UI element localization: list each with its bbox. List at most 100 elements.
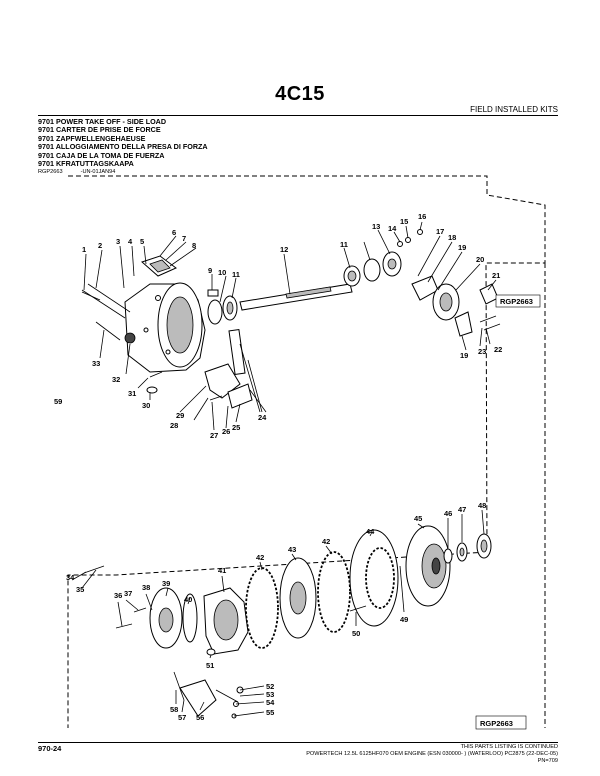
top-divider xyxy=(38,115,558,116)
callout-51: 51 xyxy=(206,661,214,670)
clutch-drum xyxy=(349,529,399,627)
figure-date-code: -UN-01JAN94 xyxy=(80,169,116,175)
callout-57: 57 xyxy=(178,713,186,722)
pto-shaft xyxy=(239,283,353,311)
callout-53: 53 xyxy=(266,690,274,699)
callout-9: 9 xyxy=(208,266,212,275)
callout-19: 19 xyxy=(458,243,466,252)
callout-4: 4 xyxy=(128,237,133,246)
callout-47: 47 xyxy=(458,505,466,514)
callout-28: 28 xyxy=(170,421,178,430)
callout-29: 29 xyxy=(176,411,184,420)
end-cover xyxy=(149,587,183,649)
clutch-hub xyxy=(405,525,451,607)
page-code: PN=709 xyxy=(537,758,558,764)
footer: THIS PARTS LISTING IS CONTINUED POWERTEC… xyxy=(306,744,558,765)
gasket xyxy=(182,593,198,643)
callout-25: 25 xyxy=(232,423,240,432)
title-en: 9701 POWER TAKE OFF - SIDE LOAD xyxy=(38,117,167,126)
engine-description: POWERTECH 12.5L 6125HF070 OEM ENGINE (ES… xyxy=(306,751,558,757)
title-sv: 9701 KFRATUTTAGSKAAPA xyxy=(38,159,134,169)
bottom-divider xyxy=(38,742,558,743)
callout-11: 11 xyxy=(232,270,240,279)
title-it: 9701 ALLOGGIAMENTO DELLA PRESA DI FORZA xyxy=(38,142,208,152)
shaft-bearings xyxy=(343,251,402,287)
callout-10: 10 xyxy=(218,268,226,277)
page-reference: 970-24 xyxy=(38,744,62,753)
small-fasteners xyxy=(397,229,423,247)
callout-5: 5 xyxy=(140,237,144,246)
callout-12: 12 xyxy=(280,245,288,254)
callout-38: 38 xyxy=(142,583,150,592)
fitting xyxy=(206,648,216,656)
multilingual-titles: 9701 POWER TAKE OFF - SIDE LOAD 9701 CAR… xyxy=(38,117,208,169)
drum-bolt xyxy=(349,605,367,612)
bracket-bolts xyxy=(479,315,501,331)
callout-15: 15 xyxy=(400,217,408,226)
callout-numbers: 1 2 3 4 5 6 7 8 9 10 11 11 12 13 14 15 1… xyxy=(54,212,502,722)
housing-bolts xyxy=(146,371,163,394)
callout-20: 20 xyxy=(476,255,484,264)
callout-35: 35 xyxy=(76,585,84,594)
callout-42: 42 xyxy=(256,553,264,562)
dowel-pin xyxy=(95,321,121,341)
friction-plate-outer xyxy=(245,567,279,649)
callout-31: 31 xyxy=(128,389,136,398)
thrust-washers xyxy=(443,533,492,564)
figure-reference: RGP2663 -UN-01JAN94 xyxy=(38,169,133,175)
callout-22: 22 xyxy=(494,345,502,354)
image-id-label: RGP2663 RGP2663 xyxy=(475,294,541,730)
callout-44: 44 xyxy=(366,527,375,536)
callout-13: 13 xyxy=(372,222,380,231)
inspection-cover xyxy=(141,255,177,277)
clutch-housing xyxy=(203,587,249,655)
page-title: 4C15 xyxy=(275,83,325,105)
image-id-top: RGP2663 xyxy=(500,297,533,306)
figure-code: RGP2663 xyxy=(38,169,63,175)
callout-32: 32 xyxy=(112,375,120,384)
callout-39: 39 xyxy=(162,579,170,588)
callout-1: 1 xyxy=(82,245,86,254)
callout-3: 3 xyxy=(116,237,120,246)
callout-18: 18 xyxy=(448,233,456,242)
seal-rings xyxy=(207,289,238,325)
callout-17: 17 xyxy=(436,227,444,236)
callout-27: 27 xyxy=(210,431,218,440)
callout-34: 34 xyxy=(66,573,75,582)
separator-disc xyxy=(279,557,317,639)
callout-24: 24 xyxy=(258,413,267,422)
section-label: FIELD INSTALLED KITS xyxy=(470,105,558,114)
linkage-assembly xyxy=(173,671,244,719)
callout-43: 43 xyxy=(288,545,296,554)
callout-6: 6 xyxy=(172,228,176,237)
callout-45: 45 xyxy=(414,514,422,523)
title-es: 9701 CAJA DE LA TOMA DE FUERZA xyxy=(38,150,165,160)
callout-50: 50 xyxy=(352,629,360,638)
callout-59: 59 xyxy=(54,397,62,406)
title-fr: 9701 CARTER DE PRISE DE FORCE xyxy=(38,125,161,135)
callout-21: 21 xyxy=(492,271,500,280)
callout-30: 30 xyxy=(142,401,150,410)
studs xyxy=(81,283,131,319)
shift-fork xyxy=(204,328,253,409)
assembly-boundary xyxy=(67,175,546,728)
callout-37: 37 xyxy=(124,589,132,598)
friction-plate-inner xyxy=(317,551,351,633)
callout-23: 23 xyxy=(478,347,486,356)
continued-notice: THIS PARTS LISTING IS CONTINUED xyxy=(460,744,558,750)
callout-26: 26 xyxy=(222,427,230,436)
callout-49: 49 xyxy=(400,615,408,624)
callout-7: 7 xyxy=(182,234,186,243)
callout-42b: 42 xyxy=(322,537,330,546)
callout-14: 14 xyxy=(388,224,397,233)
callout-40: 40 xyxy=(184,595,192,604)
callout-8: 8 xyxy=(192,241,196,250)
callout-55: 55 xyxy=(266,708,274,717)
image-id-bottom: RGP2663 xyxy=(480,719,513,728)
callout-48: 48 xyxy=(478,501,486,510)
mounting-bracket xyxy=(479,283,499,305)
pto-housing xyxy=(124,282,206,373)
shift-lever xyxy=(411,275,473,337)
lower-pin xyxy=(83,565,105,574)
